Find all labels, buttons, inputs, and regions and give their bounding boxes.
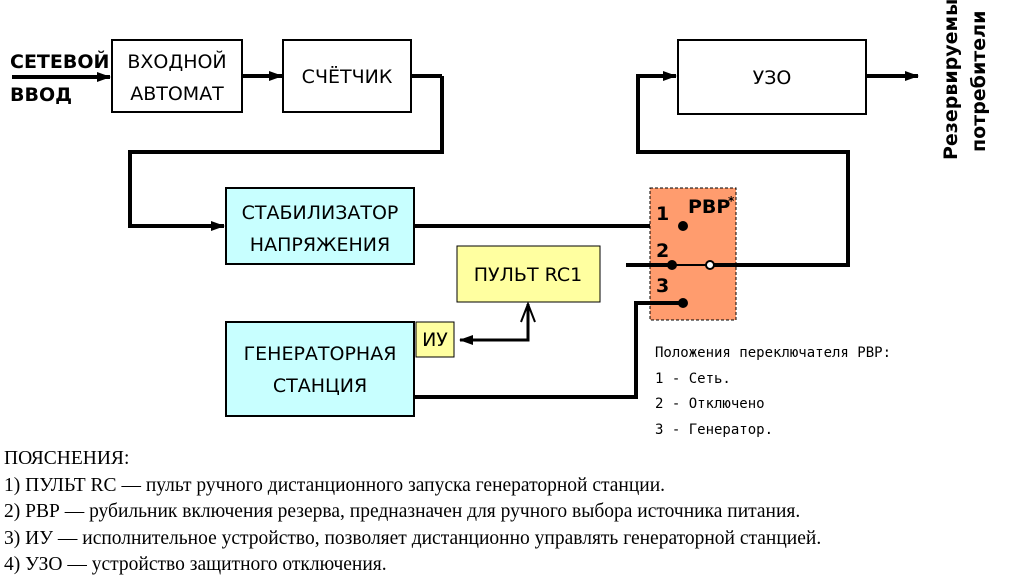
reserved-consumers-label: Резервируемые потребители [940,0,990,160]
switch-position-1: 1 [656,203,669,225]
svg-text:ПУЛЬТ RC1: ПУЛЬТ RC1 [474,264,582,286]
svg-text:1 - Сеть.: 1 - Сеть. [655,371,731,387]
svg-text:Резервируемые: Резервируемые [940,0,962,160]
svg-text:Положения переключателя РВР:: Положения переключателя РВР: [655,345,891,361]
switch-mark: * [728,194,735,208]
input-breaker-block: ВХОДНОЙ АВТОМАТ [111,39,243,113]
actuator-block: ИУ [415,321,455,358]
remote-control-block: ПУЛЬТ RC1 [456,245,601,303]
svg-text:ИУ: ИУ [422,329,448,351]
explanations-title: ПОЯСНЕНИЯ: [4,448,130,469]
reserve-switch: РВР * 1 2 3 [649,187,737,321]
svg-text:СТАБИЛИЗАТОР: СТАБИЛИЗАТОР [242,202,399,224]
svg-text:НАПРЯЖЕНИЯ: НАПРЯЖЕНИЯ [250,234,390,256]
switch-to-rcd-wire [636,71,850,267]
explanations: ПОЯСНЕНИЯ: 1) ПУЛЬТ RC — пульт ручного д… [4,446,1008,579]
meter-block: СЧЁТЧИК [282,39,412,113]
svg-text:ГЕНЕРАТОРНАЯ: ГЕНЕРАТОРНАЯ [244,343,397,365]
switch-position-3: 3 [656,275,669,297]
explanation-item: 2) РВР — рубильник включения резерва, пр… [4,501,801,522]
generator-block: ГЕНЕРАТОРНАЯ СТАНЦИЯ [225,321,415,417]
svg-text:ВХОДНОЙ: ВХОДНОЙ [127,50,226,73]
svg-text:СЧЁТЧИК: СЧЁТЧИК [302,65,393,88]
svg-text:2 - Отключено: 2 - Отключено [655,396,765,412]
mains-input-label: СЕТЕВОЙ ВВОД [10,50,109,106]
meter-to-stabilizer-wire [128,76,444,231]
rcd-block: УЗО [677,39,867,115]
switch-label: РВР [688,196,730,218]
explanation-item: 4) УЗО — устройство защитного отключения… [4,554,387,575]
svg-text:УЗО: УЗО [753,67,792,89]
explanation-item: 3) ИУ — исполнительное устройство, позво… [4,527,822,549]
svg-text:потребители: потребители [968,11,990,152]
svg-text:СТАНЦИЯ: СТАНЦИЯ [273,375,367,397]
switch-position-2: 2 [656,240,669,262]
svg-text:ВВОД: ВВОД [10,84,72,106]
remote-link-arrowhead [520,301,536,323]
svg-text:АВТОМАТ: АВТОМАТ [130,83,224,105]
svg-text:СЕТЕВОЙ: СЕТЕВОЙ [10,50,109,73]
stabilizer-block: СТАБИЛИЗАТОР НАПРЯЖЕНИЯ [225,187,415,265]
generator-to-switch-wire [414,301,683,399]
switch-positions-legend: Положения переключателя РВР: 1 - Сеть. 2… [655,345,891,438]
remote-to-iu-link [459,304,530,345]
explanation-item: 1) ПУЛЬТ RC — пульт ручного дистанционно… [4,474,666,496]
svg-text:3 - Генератор.: 3 - Генератор. [655,422,773,438]
